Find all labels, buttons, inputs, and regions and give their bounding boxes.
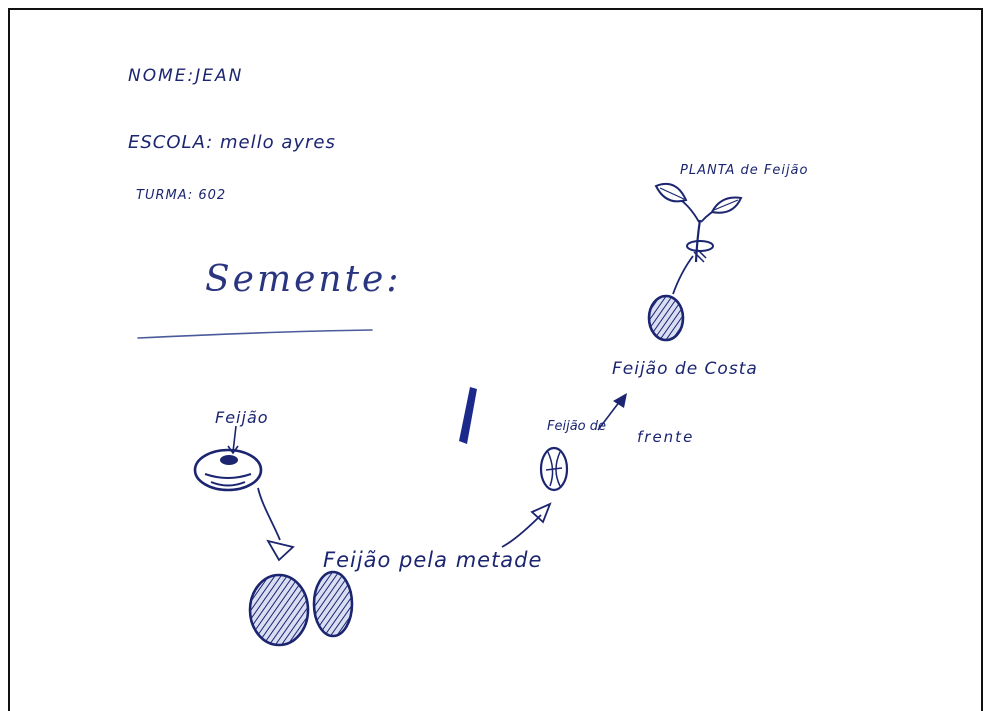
back-bean [649, 296, 683, 340]
arrow-to-front-bean [502, 504, 550, 547]
ink-scribble [459, 387, 477, 444]
bean-to-plant-stem [673, 256, 693, 294]
arrow-to-back-bean [598, 393, 627, 430]
arrow-label-to-bean [228, 426, 238, 453]
bean-half-left [250, 575, 308, 645]
whole-bean-drawing [195, 450, 261, 490]
front-bean-drawing [541, 448, 567, 490]
title-underline [138, 330, 372, 338]
arrow-to-halves [258, 488, 293, 560]
bean-half-right [314, 572, 352, 636]
bean-plant-drawing [656, 184, 741, 262]
